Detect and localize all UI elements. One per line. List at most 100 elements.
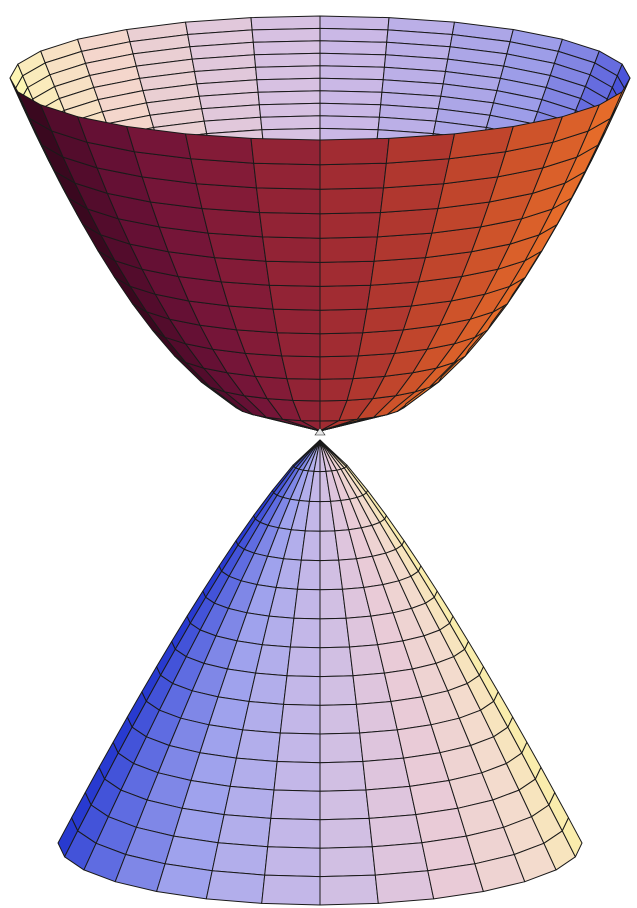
lower-cone-patch (561, 817, 583, 858)
lower-cone-patch (276, 732, 321, 764)
upper-exterior-patch (201, 208, 264, 238)
upper-exterior-patch (380, 183, 445, 213)
upper-exterior-patch (319, 332, 364, 358)
upper-exterior-patch (319, 308, 368, 335)
upper-exterior-patch (228, 305, 278, 334)
lower-cone-patch (319, 846, 376, 878)
upper-exterior-patch (185, 133, 255, 164)
lower-cone-patch (267, 817, 321, 849)
lower-cone-patch (365, 785, 417, 819)
upper-interior-patch (250, 15, 321, 31)
upper-exterior-patch (259, 212, 321, 239)
lower-cone-patch (248, 672, 288, 705)
lower-cone-patch (319, 732, 364, 764)
lower-cone-patch (229, 757, 278, 791)
lower-cone-patch (362, 757, 411, 791)
upper-exterior-patch (370, 257, 426, 286)
upper-exterior-patch (373, 232, 433, 262)
upper-interior-patch (255, 65, 321, 81)
upper-exterior-patch (319, 236, 378, 263)
upper-exterior-patch (319, 187, 384, 215)
upper-exterior-patch (207, 232, 267, 262)
upper-interior-patch (257, 90, 321, 106)
lower-cone-patch (255, 644, 291, 677)
lower-cone-patch (270, 789, 321, 821)
upper-exterior-patch (319, 212, 381, 239)
upper-interior-patch (319, 15, 390, 31)
lower-cone-patch (289, 617, 321, 649)
upper-interior-patch (252, 40, 321, 56)
upper-interior-patch (319, 102, 382, 118)
lower-cone-patch (293, 588, 321, 620)
lower-cone-patch (300, 530, 321, 562)
lower-cone-patch (242, 701, 285, 734)
lower-cone-patch (319, 789, 370, 821)
upper-interior-patch (319, 65, 385, 81)
lower-cone-patch (355, 701, 398, 734)
upper-exterior-patch (385, 133, 455, 164)
upper-exterior-patch (609, 77, 631, 119)
upper-interior-patch (319, 40, 388, 56)
lower-cone-patch (319, 874, 379, 906)
upper-interior-patch (256, 77, 321, 93)
upper-paraboloid-exterior (9, 77, 631, 432)
upper-exterior-patch (276, 332, 321, 358)
apex-point (314, 427, 326, 436)
lower-cone-patch (319, 817, 373, 849)
lower-cone-patch (319, 588, 347, 620)
upper-interior-patch (260, 115, 321, 131)
lower-cone-patch (374, 870, 435, 904)
lower-cone-patch (286, 646, 321, 678)
upper-exterior-patch (272, 308, 321, 335)
lower-cone-patch (319, 761, 367, 792)
lower-cone-patch (368, 814, 423, 848)
upper-exterior-patch (262, 236, 321, 263)
upper-interior-patch (251, 27, 321, 43)
lower-cone-patch (319, 646, 354, 678)
upper-exterior-patch (286, 378, 321, 402)
upper-exterior-patch (366, 281, 420, 310)
upper-interior-patch (258, 102, 321, 118)
upper-exterior-patch (319, 355, 359, 380)
upper-exterior-patch (319, 260, 375, 287)
upper-interior-patch (253, 52, 321, 68)
upper-exterior-patch (376, 208, 439, 238)
upper-exterior-patch (319, 284, 372, 311)
upper-exterior-patch (220, 281, 274, 310)
upper-exterior-patch (250, 137, 321, 166)
upper-exterior-patch (256, 187, 321, 215)
upper-exterior-patch (319, 162, 387, 190)
lower-cone-patch (279, 703, 321, 735)
upper-interior-patch (319, 77, 384, 93)
apex-tip (314, 427, 326, 436)
lower-cone-patch (371, 842, 429, 876)
upper-exterior-patch (195, 183, 260, 213)
upper-exterior-patch (265, 260, 321, 287)
upper-exterior-patch (268, 284, 321, 311)
upper-exterior-patch (319, 137, 390, 166)
lower-cone-patch (235, 729, 281, 762)
lower-cone-patch (217, 814, 272, 848)
upper-interior-patch (319, 90, 383, 106)
lower-cone-patch (261, 874, 321, 906)
upper-exterior-patch (253, 162, 321, 190)
lower-cone-patch (319, 703, 361, 735)
upper-exterior-patch (214, 257, 270, 286)
lower-cone-patch (273, 761, 321, 792)
lower-cone-patch (297, 559, 321, 591)
lower-cone-patch (264, 846, 321, 878)
upper-interior-patch (319, 27, 389, 43)
upper-interior-patch (319, 52, 387, 68)
upper-exterior-patch (281, 355, 321, 380)
lower-cone-patch (359, 729, 405, 762)
lower-cone-patch (211, 842, 269, 876)
lower-cone-patch (319, 675, 357, 706)
upper-interior-patch (319, 115, 380, 131)
lower-cone-surface (57, 439, 583, 906)
lower-cone-patch (319, 617, 351, 649)
lower-cone-patch (205, 870, 266, 904)
lower-cone-patch (283, 675, 321, 706)
lower-cone-patch (223, 785, 275, 819)
